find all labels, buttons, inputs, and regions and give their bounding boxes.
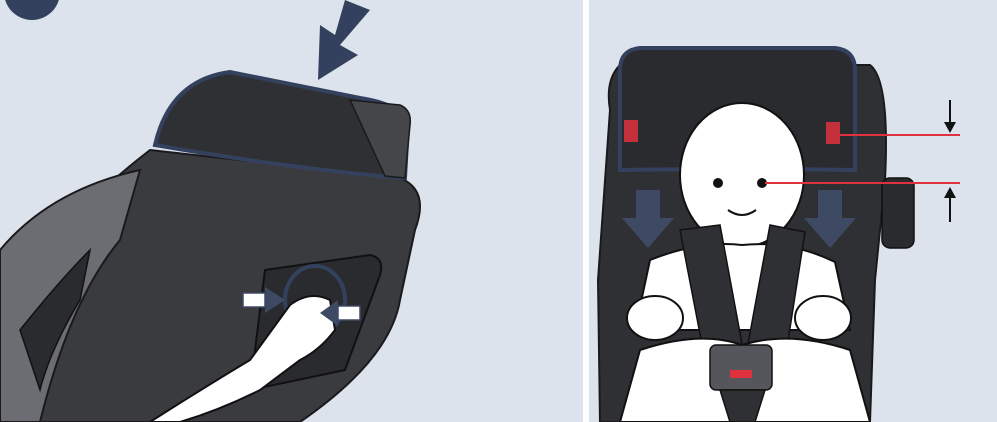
child-hand-left	[627, 296, 683, 340]
buckle-red-button	[730, 370, 752, 378]
panel-divider	[583, 0, 589, 422]
height-indicator-right	[826, 122, 840, 144]
height-indicator-left	[624, 120, 638, 142]
child-hand-right	[795, 296, 851, 340]
harness-buckle	[710, 345, 772, 390]
side-knob	[882, 178, 914, 248]
child-eye-left	[713, 178, 723, 188]
child-head	[680, 103, 804, 247]
